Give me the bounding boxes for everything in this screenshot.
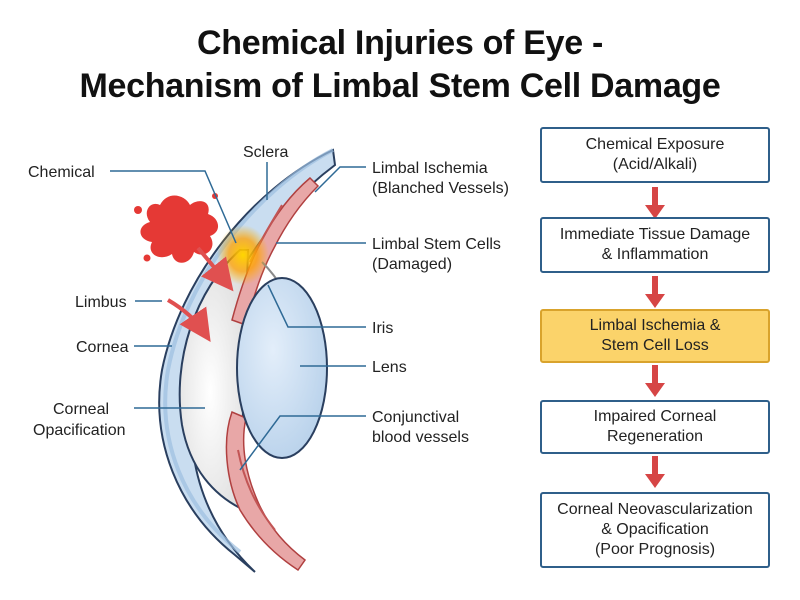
flow-step-text: & Opacification xyxy=(601,521,709,538)
flow-step-neovascularization: Corneal Neovascularization & Opacificati… xyxy=(540,492,770,568)
flow-step-chemical-exposure: Chemical Exposure (Acid/Alkali) xyxy=(540,127,770,183)
chemical-arrow-upper xyxy=(196,246,234,292)
leader-conjunctival-vessels xyxy=(239,415,366,471)
flow-step-text: Corneal Neovascularization xyxy=(557,501,753,518)
label-lens: Lens xyxy=(372,359,407,376)
flow-step-text: Impaired Corneal xyxy=(593,408,717,425)
flow-step-text: Stem Cell Loss xyxy=(601,337,709,354)
chemical-arrow-lower xyxy=(166,298,211,342)
lower-conjunctival-vessels xyxy=(225,410,307,572)
flow-arrow-down xyxy=(645,456,665,488)
label-corneal-opacification-2: Opacification xyxy=(33,422,126,439)
leader-chemical xyxy=(110,170,237,244)
flow-step-tissue-damage: Immediate Tissue Damage & Inflammation xyxy=(540,217,770,273)
sclera-outer-layer xyxy=(163,148,334,554)
flow-step-text: Regeneration xyxy=(606,428,704,445)
chemical-damage-glow xyxy=(217,225,269,285)
label-corneal-opacification-1: Corneal xyxy=(53,401,109,418)
label-iris: Iris xyxy=(372,320,393,337)
flow-step-text: Limbal Ischemia & xyxy=(589,317,721,334)
flow-arrow-down xyxy=(645,365,665,397)
flow-step-text: & Inflammation xyxy=(601,246,709,263)
label-sclera: Sclera xyxy=(243,144,288,161)
label-limbal-ischemia-2: (Blanched Vessels) xyxy=(372,180,509,197)
chemical-splash-icon xyxy=(140,195,219,263)
label-limbal-ischemia-1: Limbal Ischemia xyxy=(372,160,488,177)
leader-iris xyxy=(267,284,366,328)
label-limbal-stem-cells-2: (Damaged) xyxy=(372,256,452,273)
title-line-1: Chemical Injuries of Eye - xyxy=(197,24,603,62)
eye-diagram: Sclera Chemical Limbal Ischemia (Blanche… xyxy=(28,144,509,573)
flow-step-text: Immediate Tissue Damage xyxy=(559,226,751,243)
label-cornea: Cornea xyxy=(76,339,129,356)
flow-step-text: Chemical Exposure xyxy=(585,136,725,153)
flow-arrow-down xyxy=(645,187,665,219)
lower-vessel-branch xyxy=(237,449,276,531)
flow-step-text: (Poor Prognosis) xyxy=(594,541,716,558)
leader-limbal-ischemia xyxy=(314,166,366,193)
flow-step-limbal-ischemia: Limbal Ischemia & Stem Cell Loss xyxy=(540,309,770,363)
flow-step-impaired-regeneration: Impaired Corneal Regeneration xyxy=(540,400,770,454)
label-conjunctival-vessels-2: blood vessels xyxy=(372,429,469,446)
title-line-2: Mechanism of Limbal Stem Cell Damage xyxy=(79,67,721,105)
splash-drop xyxy=(143,254,151,262)
label-limbus: Limbus xyxy=(75,294,127,311)
flow-step-text: (Acid/Alkali) xyxy=(612,156,698,173)
flow-arrow-down xyxy=(645,276,665,308)
label-chemical: Chemical xyxy=(28,164,95,181)
label-limbal-stem-cells-1: Limbal Stem Cells xyxy=(372,236,501,253)
splash-drop xyxy=(134,206,142,214)
label-conjunctival-vessels-1: Conjunctival xyxy=(372,409,459,426)
lens-shape xyxy=(236,277,328,459)
